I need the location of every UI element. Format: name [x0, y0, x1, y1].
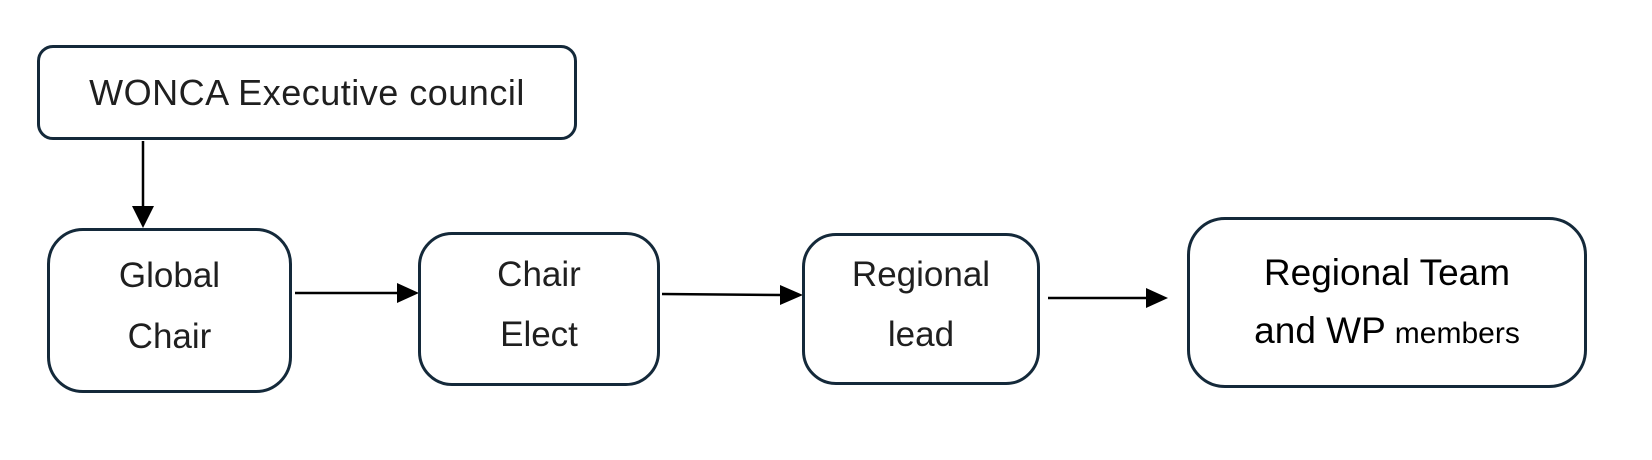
- arrow-wonca-to-global-chair: [132, 141, 154, 228]
- node-label-line1: Regional: [851, 255, 991, 294]
- node-global-chair: Global Chair: [47, 228, 292, 393]
- node-label-line2: Chair: [127, 316, 212, 356]
- arrow-global-chair-to-chair-elect: [295, 283, 419, 303]
- node-label-line2: Elect: [500, 315, 578, 354]
- node-label-line2: lead: [887, 315, 955, 354]
- node-chair-elect: Chair Elect: [418, 232, 660, 386]
- node-label: WONCA Executive council: [89, 71, 525, 113]
- node-wonca-executive-council: WONCA Executive council: [37, 45, 577, 140]
- node-label-line2-main: and WP: [1254, 310, 1386, 351]
- node-label-line1: Chair: [497, 255, 581, 294]
- node-label-line1: Regional Team: [1263, 252, 1511, 293]
- node-label-line2-small: members: [1394, 317, 1520, 350]
- node-regional-lead: Regional lead: [802, 233, 1040, 385]
- arrow-chair-elect-to-regional-lead: [661, 285, 803, 305]
- node-label-line1: Global: [118, 255, 221, 295]
- arrow-regional-lead-to-regional-team: [1048, 288, 1168, 308]
